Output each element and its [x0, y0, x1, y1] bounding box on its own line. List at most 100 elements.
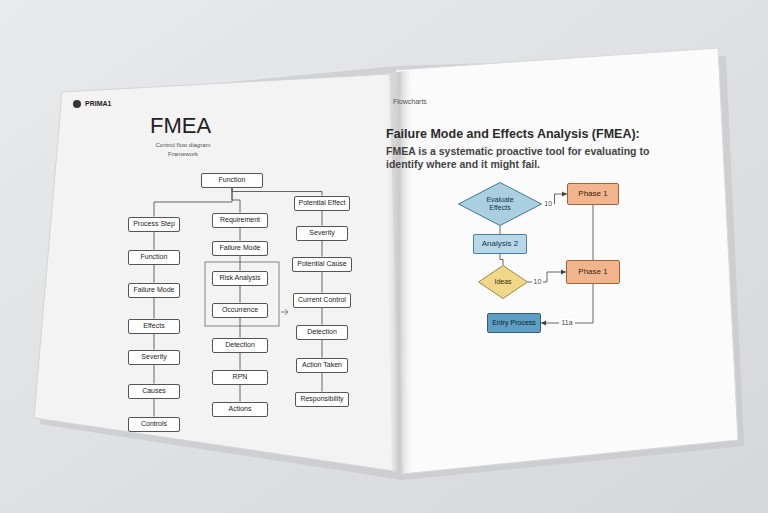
diamond-shape — [479, 266, 528, 299]
process-box: Effects — [128, 319, 180, 334]
text-block: Requirement — [220, 216, 260, 224]
text-block: Action Taken — [302, 361, 342, 369]
edge-label: 10 — [542, 200, 554, 208]
node-text: Occurrence — [222, 306, 258, 314]
node-text: Detection — [307, 328, 337, 336]
text-block: Potential Effect — [299, 199, 346, 207]
text-block: Failure Mode — [134, 286, 175, 294]
node-text: Current Control — [298, 296, 346, 304]
connector-line — [500, 226, 501, 234]
connector-line — [322, 340, 323, 358]
connector-line — [321, 308, 322, 325]
node-text: Risk Analysis — [219, 274, 260, 282]
logo-text: PRIMA1 — [85, 100, 111, 108]
node-text: Process Step — [133, 220, 175, 228]
process-box: Action Taken — [296, 358, 348, 373]
connector-line — [154, 399, 155, 417]
edge-label: 11a — [559, 319, 574, 327]
connector-line — [321, 241, 322, 257]
node-text: Controls — [141, 420, 167, 428]
connector-line — [240, 318, 241, 338]
process-box: Occurrence — [212, 303, 268, 318]
connector-line — [240, 353, 241, 370]
process-box: Current Control — [293, 293, 351, 308]
text-block: Detection — [307, 328, 337, 336]
text-block: Controls — [141, 420, 167, 428]
node-text: Causes — [142, 387, 166, 395]
note-text: Framework — [168, 151, 198, 158]
process-box: Potential Cause — [292, 257, 351, 272]
text-block: Potential Cause — [297, 260, 346, 268]
text-block: Ideas — [494, 278, 511, 286]
process-box: Detection — [212, 338, 268, 353]
text-block: Phase 1 — [578, 267, 607, 276]
connector-line — [232, 188, 322, 196]
text-block: Detection — [225, 341, 255, 349]
text-block: Entry Process — [492, 319, 536, 327]
node-text: Failure Mode — [220, 244, 261, 252]
connector-line — [500, 254, 503, 265]
node-text: Potential Effect — [299, 199, 346, 207]
text-block: Evaluate Effects — [482, 196, 518, 212]
diamond-shape — [459, 183, 542, 226]
process-box: Analysis 2 — [473, 234, 527, 254]
text-block: Failure Mode — [220, 244, 261, 252]
node-text: Severity — [141, 353, 166, 361]
node-text: Action Taken — [302, 361, 342, 369]
text-block: Severity — [309, 229, 334, 237]
process-box: Detection — [296, 325, 348, 340]
connector-line — [593, 205, 594, 260]
connector-line — [154, 334, 155, 350]
node-text: Phase 1 — [578, 189, 607, 198]
text-block: Risk Analysis — [219, 274, 260, 282]
node-text: Entry Process — [492, 319, 536, 327]
node-text: Analysis 2 — [482, 239, 518, 248]
left-page — [34, 74, 400, 472]
logo-mark — [73, 100, 81, 108]
page-title: FMEA — [150, 113, 211, 139]
decision-diamond: Ideas — [478, 265, 528, 299]
connector-line — [154, 298, 155, 319]
connector-line — [321, 272, 322, 293]
connector-line — [240, 385, 241, 402]
process-box: Phase 1 — [567, 183, 619, 205]
connector-line — [154, 232, 155, 250]
node-text: Evaluate Effects — [482, 196, 518, 212]
text-block: RPN — [233, 373, 248, 381]
node-text: Failure Mode — [134, 286, 175, 294]
process-box: Risk Analysis — [212, 271, 268, 286]
right-page — [396, 48, 738, 474]
text-block: Phase 1 — [578, 189, 607, 198]
text-block: Responsibility — [300, 395, 343, 403]
connector-line — [240, 256, 241, 271]
text-block: Process Step — [133, 220, 175, 228]
node-text: Severity — [309, 229, 334, 237]
process-box: Causes — [128, 384, 180, 399]
text-block: Severity — [141, 353, 166, 361]
process-box: Requirement — [212, 213, 268, 228]
process-box: Failure Mode — [212, 241, 268, 256]
text-block: Analysis 2 — [482, 239, 518, 248]
process-box: Function — [201, 173, 263, 188]
process-box: Severity — [296, 226, 348, 241]
node-text: Effects — [143, 322, 164, 330]
note-text: Control flow diagram — [155, 142, 210, 149]
text-block: Causes — [142, 387, 166, 395]
text-block: Effects — [143, 322, 164, 330]
node-text: RPN — [233, 373, 248, 381]
flow-arrow — [541, 284, 593, 323]
note-text: Flowcharts — [393, 98, 427, 106]
edge-label: 10 — [532, 278, 544, 286]
group-bracket — [205, 262, 279, 326]
node-text: Function — [219, 176, 246, 184]
process-box: Process Step — [128, 217, 180, 232]
decision-diamond: Evaluate Effects — [458, 182, 542, 226]
node-text: Detection — [225, 341, 255, 349]
node-text: Responsibility — [300, 395, 343, 403]
text-block: Function — [219, 176, 246, 184]
process-box: Failure Mode — [128, 283, 180, 298]
process-box: Controls — [128, 417, 180, 432]
